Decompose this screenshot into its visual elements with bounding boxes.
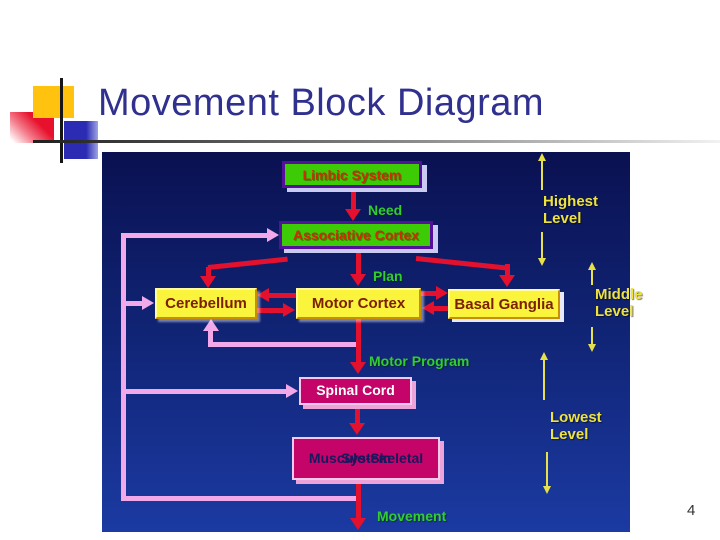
arrowhead-middle-up — [588, 262, 596, 270]
line-lowest-down — [546, 452, 548, 487]
decor-vertical-line — [60, 78, 63, 163]
line-lowest-up — [543, 358, 545, 400]
line-basal-ganglia-to-motor-cortex — [434, 306, 448, 311]
label-middle-level-line1: Middle — [595, 286, 643, 303]
label-highest-level: Highest Level — [505, 193, 598, 227]
label-highest-level-line1: Highest — [543, 193, 599, 210]
arrowhead-into-basal-ganglia — [436, 286, 448, 300]
box-associative-cortex-label: Associative Cortex — [292, 227, 420, 243]
line-feedback-to-associative — [121, 233, 267, 238]
arrowhead-associative-to-motor-cortex — [350, 274, 366, 286]
arrowhead-into-motor-cortex-left — [283, 303, 295, 317]
line-feedback-bottom — [121, 496, 358, 501]
line-highest-down — [541, 232, 543, 259]
box-spinal-cord: Spinal Cord — [299, 377, 412, 405]
line-limbic-to-associative — [351, 188, 356, 211]
arrowhead-associative-to-cerebellum — [200, 276, 216, 288]
title-underline — [33, 140, 720, 143]
line-highest-up — [541, 159, 543, 190]
arrowhead-feedback-spinal-cord — [286, 384, 298, 398]
line-associative-to-cerebellum-diagonal — [207, 256, 288, 270]
label-lowest-level-line1: Lowest — [550, 409, 602, 426]
arrowhead-movement — [350, 518, 366, 530]
box-musculo-skeletal: Musculo-Skeletal System — [292, 437, 440, 480]
box-musculo-skeletal-label-line1: Musculo-Skeletal — [308, 449, 424, 466]
line-associative-to-basal-ganglia-vertical — [505, 264, 510, 277]
arrowhead-efference-cerebellum — [203, 319, 219, 331]
line-spinal-cord-to-musculo — [355, 407, 360, 425]
label-middle-level: Middle Level — [557, 286, 643, 320]
line-associative-to-cerebellum-vertical — [206, 267, 211, 279]
arrowhead-feedback-associative — [267, 228, 279, 242]
box-associative-cortex: Associative Cortex — [279, 221, 433, 249]
arrowhead-into-motor-cortex-right — [422, 301, 434, 315]
label-highest-level-line2: Level — [543, 210, 582, 228]
label-movement: Movement — [377, 508, 447, 524]
label-lowest-level: Lowest Level — [512, 409, 602, 443]
arrowhead-associative-to-basal-ganglia — [499, 275, 515, 287]
box-limbic-system: Limbic System — [282, 161, 422, 188]
line-motor-cortex-to-basal-ganglia — [421, 291, 437, 296]
arrowhead-feedback-cerebellum — [142, 296, 154, 310]
arrowhead-highest-up — [538, 153, 546, 161]
arrowhead-lowest-up — [540, 352, 548, 360]
box-spinal-cord-label: Spinal Cord — [316, 382, 395, 399]
label-plan: Plan — [373, 268, 403, 284]
arrowhead-lowest-down — [543, 486, 551, 494]
line-feedback-to-spinal-cord — [121, 389, 286, 394]
line-cerebellum-to-motor-cortex — [256, 308, 284, 313]
slide-title: Movement Block Diagram — [98, 82, 545, 124]
line-efference-horizontal — [208, 342, 358, 347]
arrowhead-highest-down — [538, 258, 546, 266]
line-middle-up — [591, 268, 593, 285]
page-number: 4 — [687, 502, 696, 519]
line-feedback-left-vertical — [121, 233, 126, 501]
box-cerebellum: Cerebellum — [155, 288, 257, 319]
line-motor-cortex-to-cerebellum — [268, 293, 296, 298]
line-associative-to-motor-cortex — [356, 253, 361, 276]
box-basal-ganglia: Basal Ganglia — [448, 289, 560, 319]
label-need: Need — [368, 202, 403, 218]
box-basal-ganglia-label: Basal Ganglia — [454, 295, 554, 313]
label-motor-program: Motor Program — [369, 353, 470, 369]
box-cerebellum-label: Cerebellum — [165, 295, 247, 312]
arrowhead-into-cerebellum — [257, 288, 269, 302]
box-motor-cortex-label: Motor Cortex — [311, 295, 406, 312]
line-feedback-to-cerebellum — [121, 301, 142, 306]
label-middle-level-line2: Level — [595, 303, 634, 321]
line-musculo-to-movement — [356, 480, 361, 520]
arrowhead-middle-down — [588, 344, 596, 352]
line-associative-to-basal-ganglia-diagonal — [415, 256, 510, 271]
line-efference-vertical — [208, 330, 213, 344]
line-middle-down — [591, 327, 593, 345]
diagram-panel: Limbic System Associative Cortex Cerebel… — [102, 152, 643, 532]
arrowhead-into-musculo — [349, 423, 365, 435]
arrowhead-into-spinal-cord — [350, 362, 366, 374]
box-musculo-skeletal-label-line2: System — [341, 449, 391, 466]
decor-yellow-square — [33, 86, 74, 118]
label-lowest-level-line2: Level — [550, 426, 589, 444]
line-motor-cortex-to-spinal-cord — [356, 319, 361, 364]
box-limbic-system-label: Limbic System — [302, 166, 402, 183]
box-motor-cortex: Motor Cortex — [296, 288, 421, 319]
arrowhead-limbic-to-associative — [345, 209, 361, 221]
